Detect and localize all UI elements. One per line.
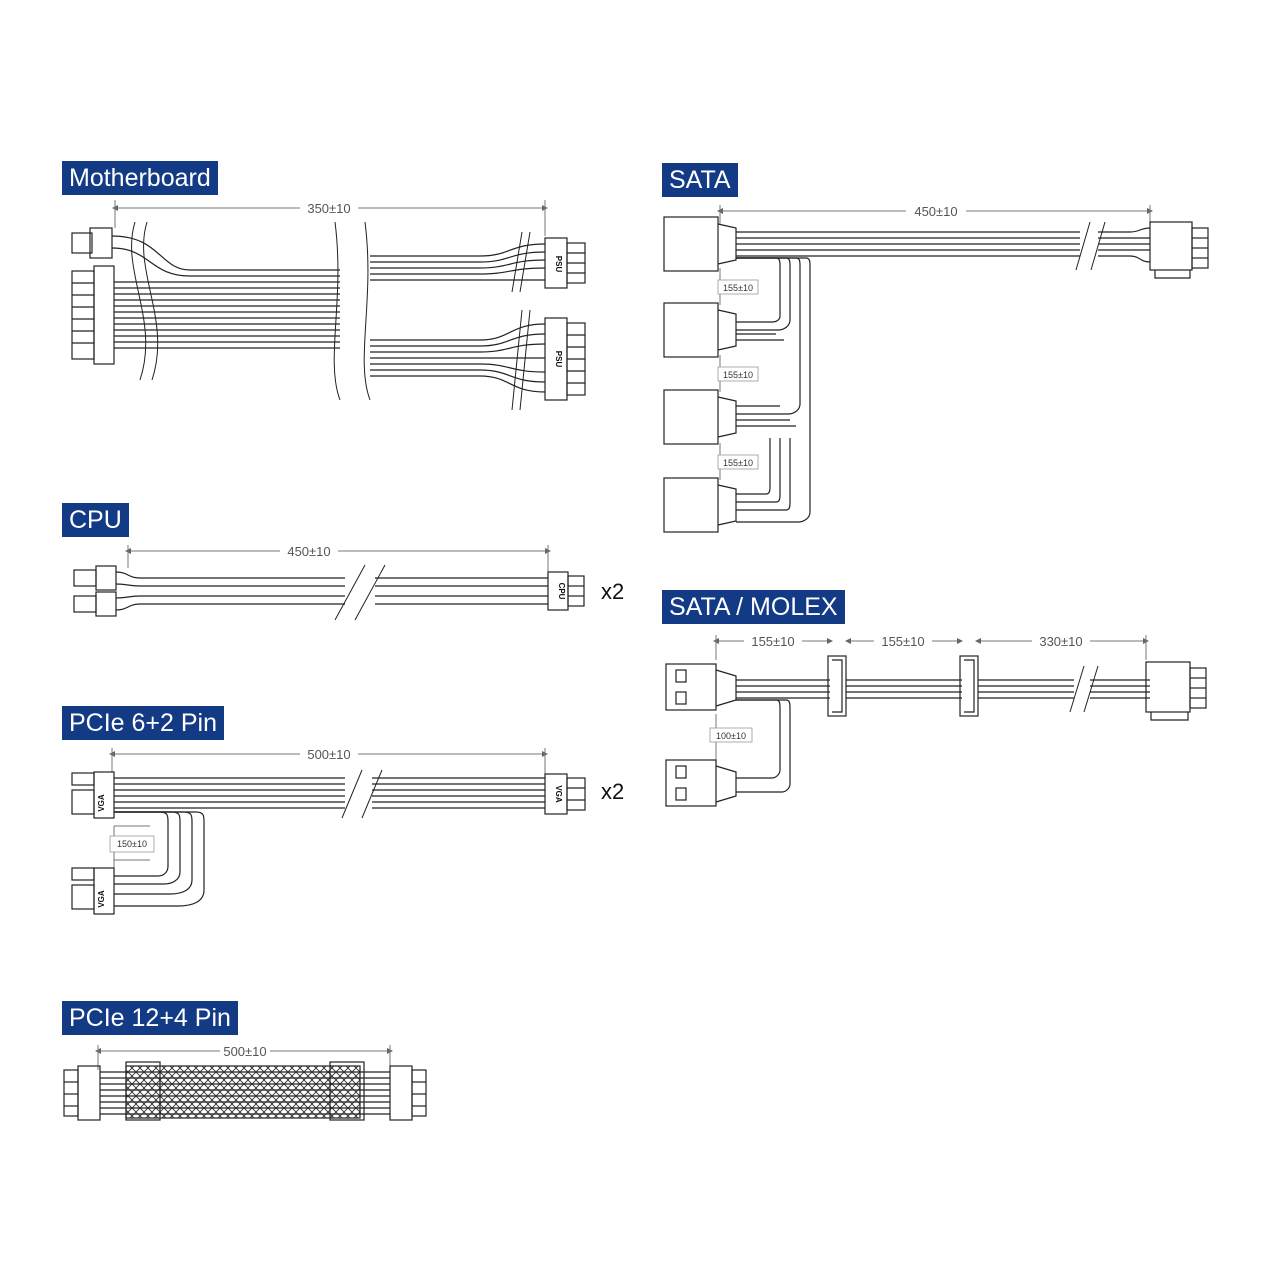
cpu-title: CPU <box>62 503 129 537</box>
sata-spacing-1: 155±10 <box>723 283 753 293</box>
sata-spacing-2: 155±10 <box>723 370 753 380</box>
pcie62-vga-tag-left: VGA <box>97 794 106 812</box>
sata-molex-title: SATA / MOLEX <box>662 590 845 624</box>
motherboard-cable <box>71 200 586 411</box>
pcie62-multiplier: x2 <box>601 779 624 804</box>
pcie62-branch-label: 150±10 <box>117 839 147 849</box>
mb-psu-tag-1: PSU <box>554 256 563 273</box>
pcie124-length-label: 500±10 <box>223 1044 266 1059</box>
sata-molex-seg1-label: 155±10 <box>751 634 794 649</box>
sata-spacing-3: 155±10 <box>723 458 753 468</box>
pcie124-cable <box>63 1045 427 1121</box>
sata-molex-seg2-label: 155±10 <box>881 634 924 649</box>
sata-cable <box>663 205 1209 533</box>
pcie62-length-label: 500±10 <box>307 747 350 762</box>
sata-length-label: 450±10 <box>914 204 957 219</box>
cpu-tag: CPU <box>557 583 566 600</box>
mb-length-label: 350±10 <box>307 201 350 216</box>
mb-psu-tag-2: PSU <box>554 351 563 368</box>
pcie62-title: PCIe 6+2 Pin <box>62 706 225 740</box>
sata-molex-cable <box>665 635 1207 807</box>
cpu-multiplier: x2 <box>601 579 624 604</box>
sata-title: SATA <box>662 163 738 197</box>
cpu-cable <box>73 545 585 621</box>
pcie62-cable <box>71 748 586 915</box>
pcie124-title: PCIe 12+4 Pin <box>62 1001 238 1035</box>
motherboard-title: Motherboard <box>62 161 218 195</box>
sata-molex-seg3-label: 330±10 <box>1039 634 1082 649</box>
sata-molex-branch-label: 100±10 <box>716 731 746 741</box>
pcie62-vga-tag-branch: VGA <box>97 890 106 908</box>
pcie62-vga-tag-right: VGA <box>554 785 563 803</box>
cpu-length-label: 450±10 <box>287 544 330 559</box>
